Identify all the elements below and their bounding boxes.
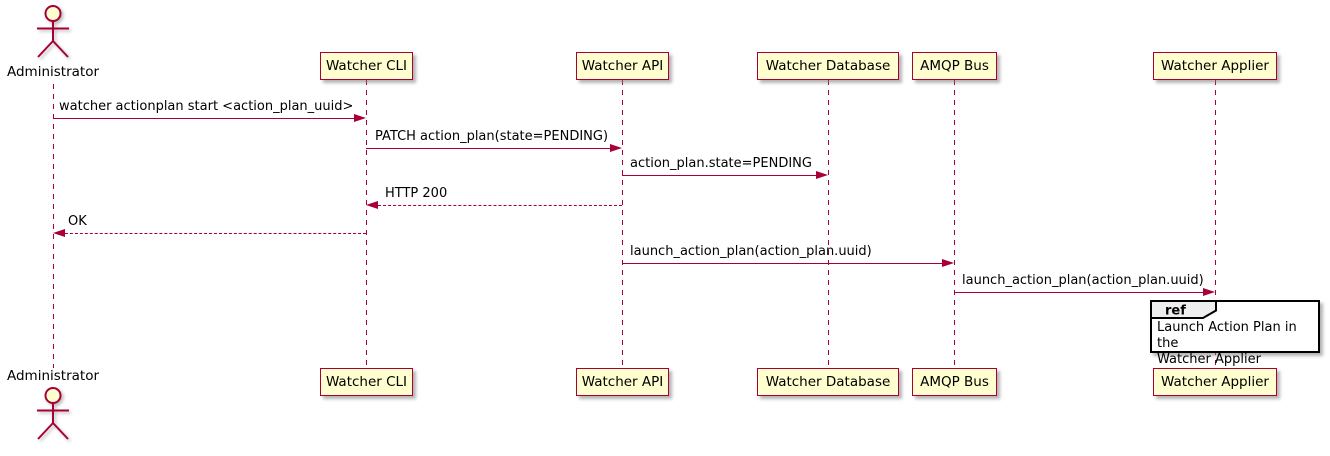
participant-watcher-api-bottom: Watcher API: [576, 368, 669, 396]
message-line: [366, 148, 612, 149]
arrowhead-icon: [53, 228, 65, 237]
participant-watcher-database-bottom: Watcher Database: [757, 368, 899, 396]
lifeline-administrator: [52, 84, 54, 368]
actor-icon: [37, 387, 69, 440]
message-line: [60, 233, 366, 234]
message-line: [622, 175, 818, 176]
participant-watcher-cli-top: Watcher CLI: [320, 52, 413, 80]
lifeline-watcher-database: [828, 80, 829, 368]
message-label: HTTP 200: [385, 186, 448, 201]
message-line: [53, 118, 356, 119]
lifeline-amqp-bus: [954, 80, 955, 368]
ref-fragment: ref Launch Action Plan in the Watcher Ap…: [1150, 300, 1320, 367]
participant-watcher-applier-bottom: Watcher Applier: [1153, 368, 1277, 396]
actor-label-bottom: Administrator: [6, 368, 100, 384]
participant-watcher-cli-bottom: Watcher CLI: [320, 368, 413, 396]
lifeline-watcher-cli: [366, 80, 367, 368]
message-label: launch_action_plan(action_plan.uuid): [630, 244, 872, 259]
arrowhead-icon: [942, 258, 954, 267]
actor-icon: [37, 5, 69, 58]
participant-watcher-api-top: Watcher API: [576, 52, 669, 80]
message-line: [954, 292, 1205, 293]
actor-label-top: Administrator: [6, 64, 100, 80]
lifeline-watcher-api: [622, 80, 623, 368]
message-label: PATCH action_plan(state=PENDING): [375, 129, 609, 144]
arrowhead-icon: [366, 200, 378, 209]
arrowhead-icon: [610, 143, 622, 152]
message-line: [622, 263, 944, 264]
participant-amqp-bus-bottom: AMQP Bus: [912, 368, 997, 396]
message-line: [373, 205, 622, 206]
ref-tab: ref: [1150, 300, 1217, 319]
ref-label: Launch Action Plan in the Watcher Applie…: [1157, 320, 1297, 367]
message-label: action_plan.state=PENDING: [630, 156, 812, 171]
message-label: launch_action_plan(action_plan.uuid): [962, 273, 1204, 288]
arrowhead-icon: [816, 170, 828, 179]
participant-watcher-applier-top: Watcher Applier: [1153, 52, 1277, 80]
svg-text:ref: ref: [1165, 304, 1186, 319]
participant-watcher-database-top: Watcher Database: [757, 52, 899, 80]
message-label: watcher actionplan start <action_plan_uu…: [59, 99, 354, 114]
lifeline-watcher-applier: [1215, 80, 1216, 368]
arrowhead-icon: [354, 113, 366, 122]
message-label: OK: [68, 214, 87, 229]
participant-amqp-bus-top: AMQP Bus: [912, 52, 997, 80]
arrowhead-icon: [1203, 287, 1215, 296]
